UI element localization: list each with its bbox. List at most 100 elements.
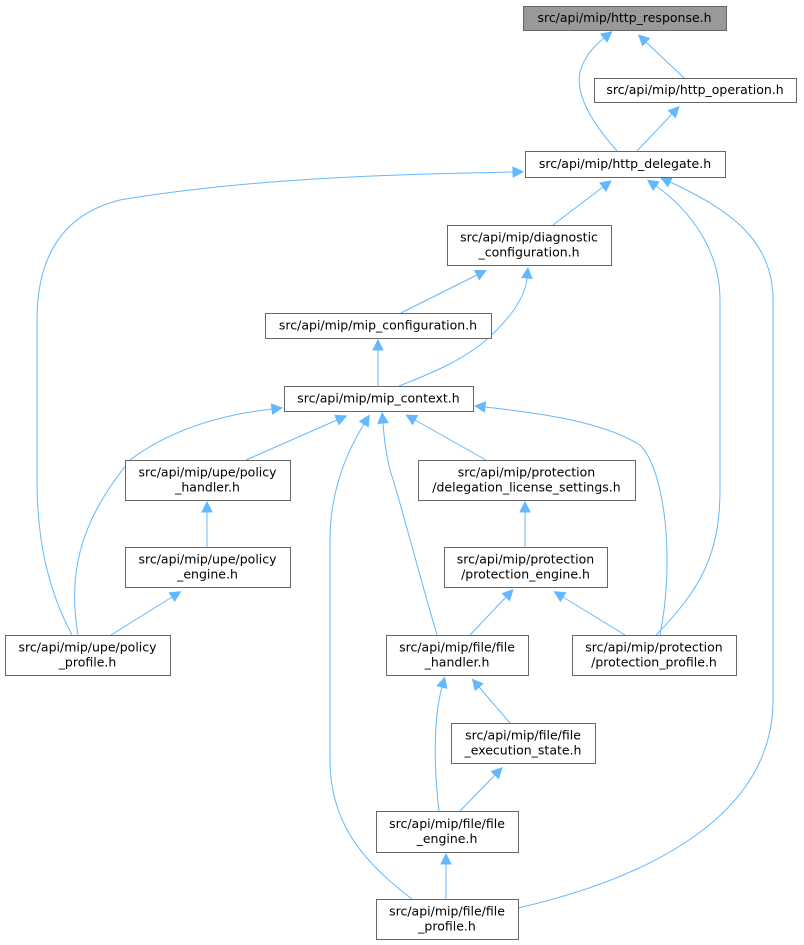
- file-node-protection-profile[interactable]: src/api/mip/protection/protection_profil…: [572, 635, 737, 676]
- dependency-edge: [201, 500, 213, 547]
- file-node-http-delegate[interactable]: src/api/mip/http_delegate.h: [525, 151, 726, 178]
- node-label: _profile.h: [417, 919, 476, 934]
- arrowhead: [667, 105, 680, 119]
- dependency-edge: [637, 34, 685, 79]
- node-label: _profile.h: [58, 655, 117, 670]
- edge-line: [434, 686, 443, 812]
- node-label: _execution_state.h: [464, 743, 582, 758]
- dependency-edge: [519, 500, 531, 547]
- node-label: src/api/mip/file/file: [389, 816, 505, 831]
- node-label: src/api/mip/protection: [457, 552, 594, 567]
- edge-line: [578, 37, 618, 152]
- file-node-delegation-license-settings[interactable]: src/api/mip/protection/delegation_licens…: [418, 460, 636, 501]
- edge-line: [245, 419, 338, 461]
- node-label: _configuration.h: [477, 245, 579, 260]
- arrowhead: [599, 180, 612, 192]
- edge-line: [645, 41, 685, 79]
- node-label: src/api/mip/mip_configuration.h: [279, 318, 477, 333]
- arrowhead: [440, 852, 452, 865]
- node-box: [523, 6, 727, 31]
- edge-line: [36, 171, 514, 636]
- arrowhead: [377, 411, 389, 424]
- node-label: src/api/mip/protection: [458, 465, 595, 480]
- edge-line: [110, 596, 173, 636]
- dependency-edge: [440, 852, 452, 899]
- node-label: src/api/mip/mip_context.h: [297, 391, 459, 406]
- file-node-http-operation[interactable]: src/api/mip/http_operation.h: [594, 78, 797, 103]
- arrowhead: [646, 179, 660, 192]
- arrowhead: [512, 166, 525, 178]
- edge-line: [484, 406, 668, 636]
- edge-line: [655, 185, 721, 636]
- node-box: [594, 78, 797, 103]
- file-node-upe-policy-engine[interactable]: src/api/mip/upe/policy_engine.h: [125, 547, 291, 588]
- node-label: src/api/mip/protection: [585, 640, 722, 655]
- arrowhead: [501, 588, 514, 602]
- dependency-edge: [473, 401, 668, 636]
- arrowhead: [334, 414, 348, 426]
- file-node-file-handler[interactable]: src/api/mip/file/file_handler.h: [386, 635, 529, 676]
- file-node-file-profile[interactable]: src/api/mip/file/file_profile.h: [376, 899, 519, 940]
- node-box: [447, 225, 612, 266]
- arrowhead: [490, 766, 503, 780]
- node-box: [376, 811, 519, 853]
- dependency-edge: [377, 411, 438, 636]
- arrowhead: [553, 591, 567, 603]
- arrowhead: [405, 414, 419, 426]
- node-label: src/api/mip/file/file: [465, 728, 581, 743]
- arrowhead: [270, 403, 284, 415]
- file-node-upe-policy-handler[interactable]: src/api/mip/upe/policy_handler.h: [125, 460, 291, 501]
- file-node-protection-engine[interactable]: src/api/mip/protection/protection_engine…: [444, 547, 608, 588]
- node-label: /protection_profile.h: [591, 655, 717, 670]
- dependency-edge: [36, 166, 525, 636]
- file-node-mip-context[interactable]: src/api/mip/mip_context.h: [284, 386, 474, 412]
- file-node-mip-configuration[interactable]: src/api/mip/mip_configuration.h: [265, 313, 492, 339]
- node-box: [125, 547, 291, 588]
- node-box: [265, 313, 492, 339]
- arrowhead: [201, 500, 213, 513]
- dependency-edge: [398, 266, 533, 387]
- dependency-edge: [469, 588, 514, 636]
- edge-line: [329, 423, 413, 900]
- dependency-edge: [646, 179, 721, 636]
- node-label: _engine.h: [176, 567, 238, 582]
- edge-line: [382, 422, 438, 636]
- node-label: src/api/mip/diagnostic: [460, 230, 598, 245]
- node-label: src/api/mip/upe/policy: [138, 552, 277, 567]
- arrowhead: [600, 31, 613, 43]
- edge-line: [414, 419, 487, 461]
- dependency-edge: [400, 270, 487, 314]
- dependency-edge: [517, 176, 774, 909]
- arrowhead: [637, 34, 651, 47]
- dependency-edge: [552, 180, 612, 226]
- dependency-edge: [372, 338, 384, 386]
- arrowhead: [372, 338, 384, 351]
- arrowhead: [168, 591, 182, 603]
- edge-line: [636, 113, 673, 152]
- file-node-http-response[interactable]: src/api/mip/http_response.h: [523, 6, 727, 31]
- file-node-upe-policy-profile[interactable]: src/api/mip/upe/policy_profile.h: [5, 635, 171, 676]
- dependency-edge: [459, 766, 503, 812]
- node-box: [451, 723, 596, 764]
- arrowhead: [521, 266, 533, 280]
- edge-line: [478, 686, 511, 724]
- node-box: [386, 635, 529, 676]
- node-label: src/api/mip/upe/policy: [138, 465, 277, 480]
- node-box: [125, 460, 291, 501]
- file-node-file-execution-state[interactable]: src/api/mip/file/file_execution_state.h: [451, 723, 596, 764]
- file-node-diagnostic-configuration[interactable]: src/api/mip/diagnostic_configuration.h: [447, 225, 612, 266]
- node-label: _engine.h: [416, 831, 478, 846]
- dependency-edge: [405, 414, 487, 461]
- dependency-edge: [553, 591, 626, 636]
- edge-line: [398, 277, 528, 387]
- node-label: src/api/mip/http_delegate.h: [539, 156, 711, 171]
- node-box: [284, 386, 474, 412]
- file-node-file-engine[interactable]: src/api/mip/file/file_engine.h: [376, 811, 519, 853]
- arrowhead: [471, 678, 484, 692]
- arrowhead: [358, 414, 370, 428]
- node-label: src/api/mip/file/file: [389, 904, 505, 919]
- arrowhead: [473, 270, 487, 281]
- edge-line: [400, 274, 478, 314]
- node-label: _handler.h: [174, 480, 240, 495]
